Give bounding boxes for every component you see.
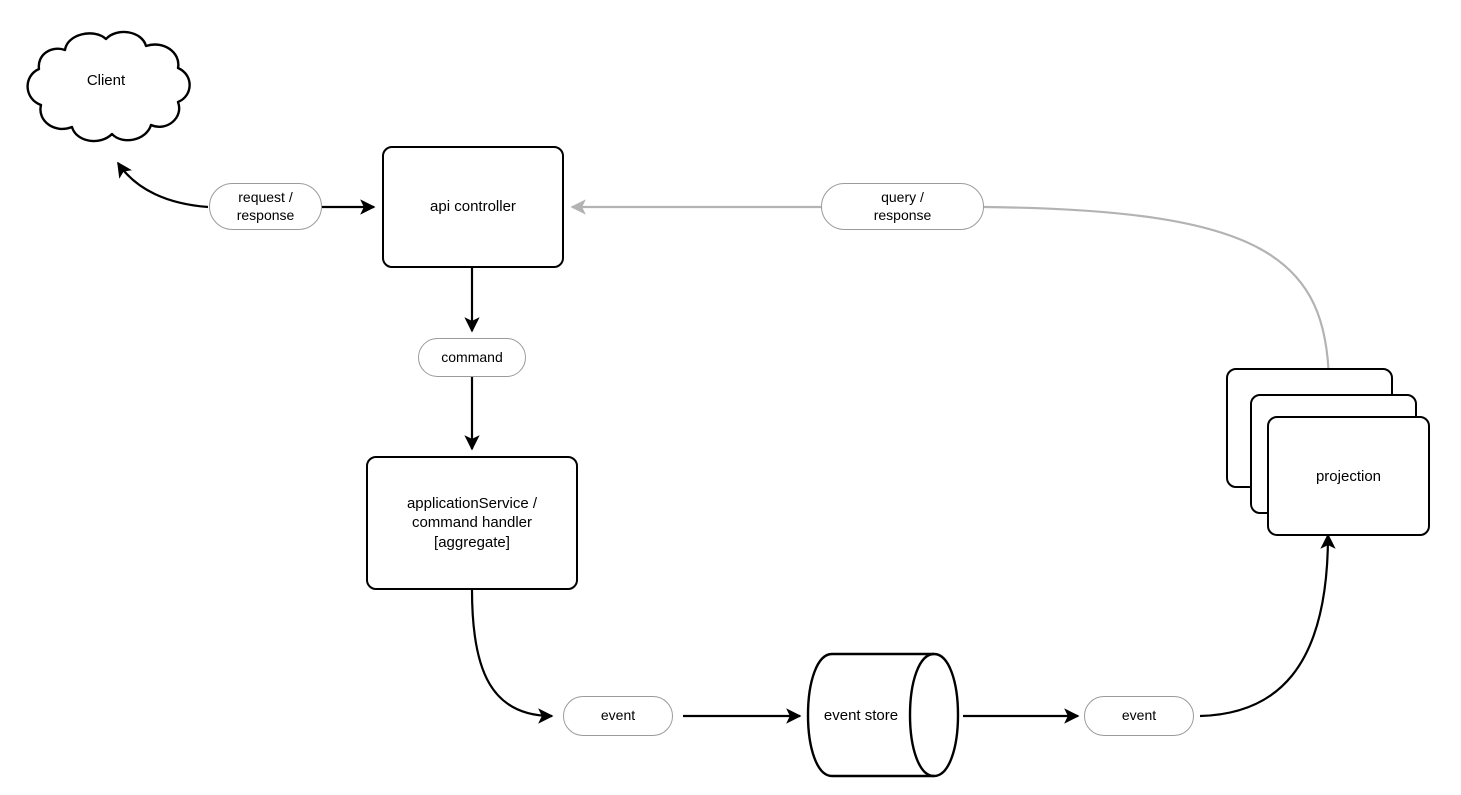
event-to-projection-label: event xyxy=(1121,707,1157,724)
edge-label-event-from-aggregate[interactable]: event xyxy=(563,696,673,736)
event-from-aggregate-label: event xyxy=(600,707,636,724)
edge-label-query-response[interactable]: query / response xyxy=(821,183,984,230)
edge-application-service-to-event xyxy=(470,589,554,724)
edge-projection-to-query xyxy=(983,205,1337,390)
node-api-controller[interactable]: api controller xyxy=(382,146,564,268)
application-service-label: applicationService / command handler [ag… xyxy=(406,495,538,551)
node-projection[interactable]: projection xyxy=(1226,368,1431,538)
node-event-store[interactable]: event store xyxy=(804,650,966,780)
cloud-icon xyxy=(26,30,191,143)
query-response-label: query / response xyxy=(873,188,932,223)
projection-card-front xyxy=(1267,416,1430,536)
api-controller-label: api controller xyxy=(430,198,516,216)
edge-event-to-projection xyxy=(1199,533,1336,718)
edge-label-request-response[interactable]: request / response xyxy=(209,183,322,230)
node-application-service[interactable]: applicationService / command handler [ag… xyxy=(366,456,578,590)
edge-label-event-to-projection[interactable]: event xyxy=(1084,696,1194,736)
edge-response-to-client xyxy=(117,161,209,209)
request-response-label: request / response xyxy=(236,188,295,223)
database-cylinder-icon xyxy=(806,652,960,778)
edge-label-command[interactable]: command xyxy=(418,338,526,377)
node-client[interactable]: Client xyxy=(18,26,194,146)
command-label: command xyxy=(441,348,503,365)
